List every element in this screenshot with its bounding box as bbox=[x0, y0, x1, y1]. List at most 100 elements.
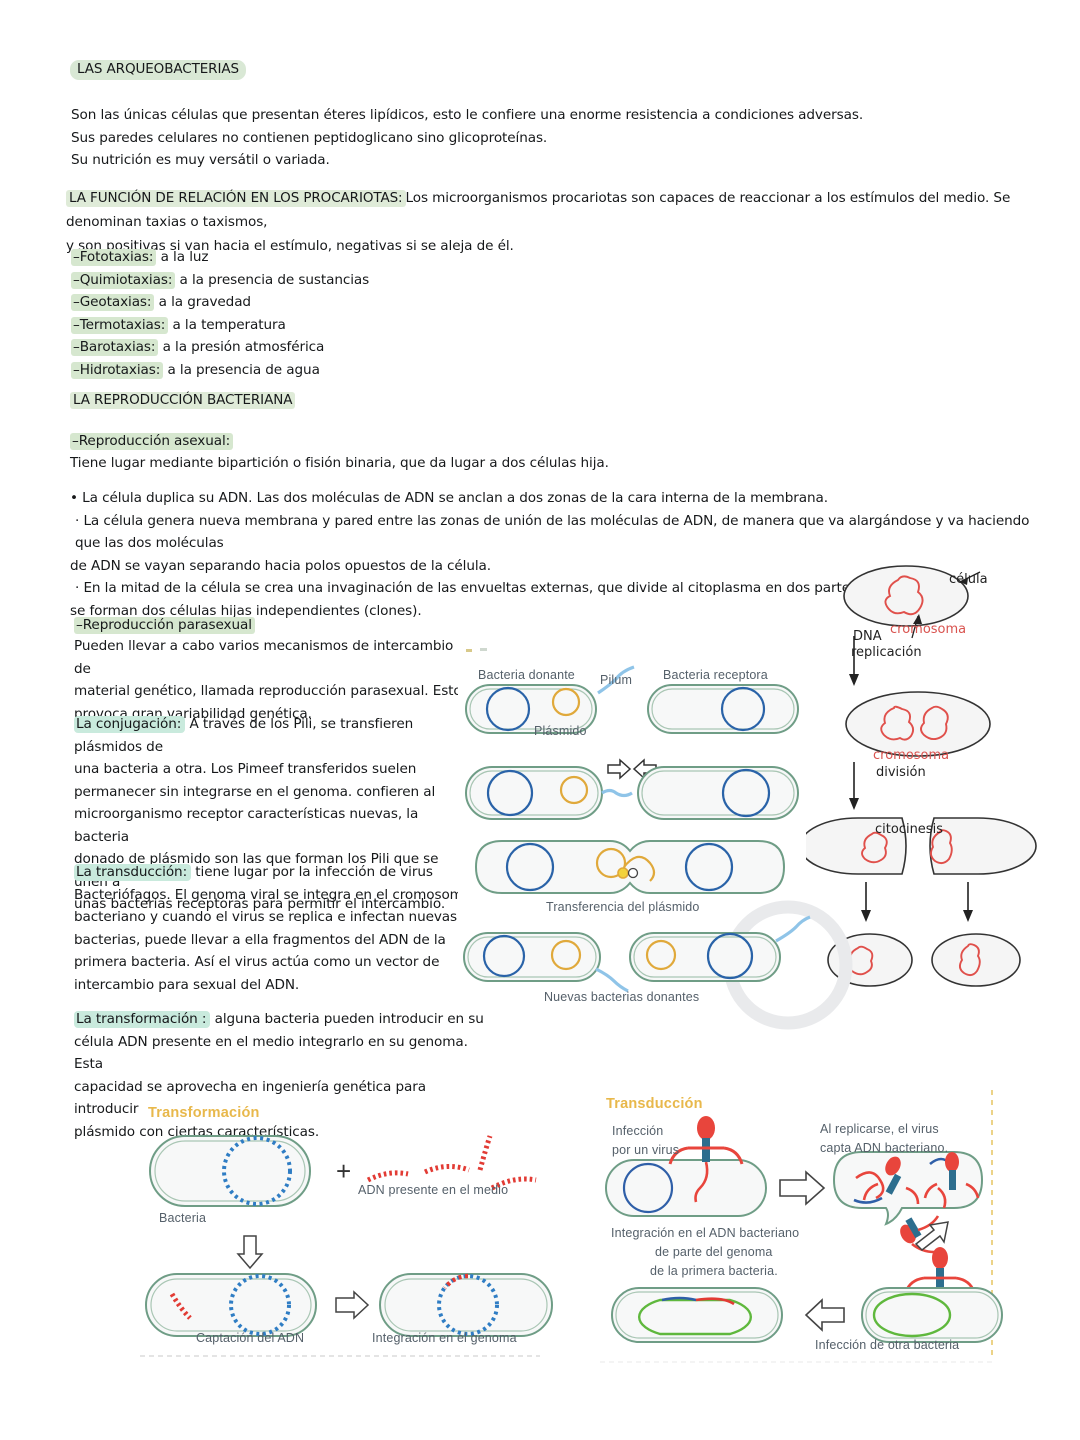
uptake-bacteria-inner bbox=[150, 1278, 312, 1332]
taxia-desc: a la temperatura bbox=[172, 316, 286, 333]
conjugation-line-1: A través de los Pili, se transfieren plá… bbox=[74, 716, 414, 755]
pilum-bridge bbox=[601, 788, 633, 798]
archaea-line-3: Su nutrición es muy versátil o variada. bbox=[71, 152, 330, 168]
transduction-line-5: primera bacteria. Así el virus actúa com… bbox=[74, 954, 440, 970]
taxia-term: –Termotaxias: bbox=[71, 316, 169, 334]
asexual-bullet-1: • La célula duplica su ADN. Las dos molé… bbox=[70, 490, 828, 506]
conjugation-row-4 bbox=[463, 915, 811, 993]
conjugation-label-new-donors: Nuevas bacterias donantes bbox=[544, 990, 700, 1004]
asexual-label: –Reproducción asexual: bbox=[70, 433, 234, 450]
arrow-down-icon bbox=[236, 1235, 264, 1270]
reproduction-heading-wrap: LA REPRODUCCIÓN BACTERIANA bbox=[70, 389, 296, 412]
relation-block: LA FUNCIÓN DE RELACIÓN EN LOS PROCARIOTA… bbox=[66, 186, 1056, 258]
phage-leg bbox=[862, 1182, 879, 1201]
taxia-item: –Hidrotaxias: a la presencia de agua bbox=[71, 359, 369, 382]
arrow-down-right-icon bbox=[914, 1221, 949, 1251]
conjugation-label-transfer: Transferencia del plásmido bbox=[546, 900, 700, 914]
fission-label-replication: replicación bbox=[851, 645, 922, 660]
taxia-term: –Barotaxias: bbox=[71, 339, 159, 356]
phage-head bbox=[932, 1247, 948, 1269]
phage-icon bbox=[923, 1152, 980, 1199]
conjugation-row-1 bbox=[465, 665, 799, 734]
phage-sheath bbox=[885, 1173, 902, 1195]
unwound-plasmid bbox=[623, 855, 656, 882]
new-donor-chromosome-1 bbox=[482, 934, 526, 978]
asexual-bullets: • La célula duplica su ADN. Las dos molé… bbox=[70, 487, 1055, 622]
right-chromosome-3 bbox=[684, 842, 734, 892]
receptor-cell-2 bbox=[637, 766, 799, 820]
final-genome-green bbox=[638, 1298, 752, 1336]
cell-pointer-line bbox=[959, 571, 981, 583]
donor-plasmid bbox=[551, 687, 581, 717]
conjugation-line-4: microorganismo receptor características … bbox=[74, 806, 419, 845]
phage-leg bbox=[668, 1146, 689, 1165]
uptake-dna-circle bbox=[229, 1274, 291, 1336]
phage-sheath bbox=[949, 1170, 956, 1190]
receptor-inner-wall-2 bbox=[641, 770, 795, 816]
transduction-line-4: bacterias, puede llevar a ella fragmento… bbox=[74, 931, 446, 948]
phage-icon bbox=[862, 1156, 920, 1205]
taxias-list: –Fototaxias: a la luz –Quimiotaxias: a l… bbox=[71, 246, 369, 381]
chromosome-shape bbox=[880, 705, 915, 741]
taxia-desc: a la luz bbox=[160, 249, 209, 265]
transformation-diagram-title: Transformación bbox=[148, 1105, 260, 1121]
final-genome-red-segment bbox=[695, 1297, 735, 1306]
new-donor-plasmid-1 bbox=[550, 939, 582, 971]
decor-mark bbox=[480, 648, 487, 651]
new-pilum-2 bbox=[775, 915, 811, 943]
phage-head bbox=[697, 1116, 715, 1140]
free-dna-fragment bbox=[366, 1170, 409, 1183]
fission-label-dna: DNA bbox=[853, 629, 882, 644]
viral-dna bbox=[855, 1171, 885, 1200]
transduction-line-6: intercambio para sexual del ADN. bbox=[74, 976, 300, 993]
plasmid-node-open bbox=[627, 867, 639, 879]
other-bacteria bbox=[861, 1287, 1003, 1343]
parasexual-body: Pueden llevar a cabo varios mecanismos d… bbox=[74, 635, 474, 725]
chromosome-shape bbox=[884, 575, 924, 616]
taxia-desc: a la presencia de sustancias bbox=[179, 271, 370, 288]
arrow-right-icon bbox=[335, 1290, 370, 1320]
transduction-line-1: tiene lugar por la infección de virus bbox=[191, 864, 433, 880]
taxia-desc: a la gravedad bbox=[158, 294, 251, 310]
new-donor-cell-2 bbox=[629, 932, 781, 982]
archaea-line-1: Son las únicas células que presentan éte… bbox=[71, 107, 864, 123]
other-bacteria-genome bbox=[872, 1292, 952, 1338]
binary-fission-diagram bbox=[799, 556, 1078, 987]
phage-leg bbox=[723, 1146, 744, 1165]
phage-head bbox=[945, 1152, 959, 1172]
decor-mark bbox=[466, 649, 472, 652]
asexual-label-wrap: –Reproducción asexual: bbox=[70, 430, 234, 453]
transformation-term: La transformación : bbox=[74, 1011, 211, 1028]
asexual-intro: Tiene lugar mediante bipartición o fisió… bbox=[70, 455, 609, 471]
phage-dna-injection bbox=[694, 1161, 709, 1203]
transduction-label-infection-2: por un virus bbox=[612, 1143, 680, 1157]
phage-head bbox=[885, 1156, 901, 1176]
taxia-desc: a la presión atmosférica bbox=[162, 339, 325, 355]
asexual-bullet-2b: de ADN se vayan separando hacia polos op… bbox=[70, 557, 491, 574]
asexual-bullet-3b: se forman dos células hijas independient… bbox=[70, 602, 422, 619]
conjugation-label-pilum: Pilum bbox=[600, 673, 633, 687]
taxia-desc: a la presencia de agua bbox=[167, 361, 320, 378]
transformation-bacteria bbox=[149, 1135, 311, 1207]
fission-cell-2 bbox=[845, 691, 991, 757]
bacterial-dna-circle bbox=[222, 1136, 292, 1206]
receptor-chromosome-2 bbox=[721, 768, 771, 818]
receptor-inner-wall bbox=[651, 688, 795, 730]
donor-chromosome-2 bbox=[486, 769, 534, 817]
integrated-bacteria-inner bbox=[384, 1278, 548, 1332]
taxia-item: –Quimiotaxias: a la presencia de sustanc… bbox=[71, 269, 369, 292]
parasexual-label: –Reproducción parasexual bbox=[74, 617, 255, 634]
integrated-bacteria-final-inner bbox=[615, 1291, 779, 1339]
transduction-label-other-infection: Infección de otra bacteria bbox=[815, 1338, 960, 1352]
conjugation-line-6: unas bacterias receptoras para permitir … bbox=[74, 896, 446, 912]
conjugation-label-plasmid: Plásmido bbox=[534, 724, 587, 738]
daughter-cell-2 bbox=[931, 933, 1021, 987]
taxia-term: –Quimiotaxias: bbox=[71, 271, 176, 289]
chromosome-shape bbox=[958, 943, 981, 977]
transduction-line-2: Bacteriófagos. El genoma viral se integr… bbox=[74, 886, 472, 903]
cell-pointer-head bbox=[960, 578, 968, 585]
captured-dna-fragment bbox=[169, 1292, 192, 1320]
reproduction-heading: LA REPRODUCCIÓN BACTERIANA bbox=[70, 392, 296, 409]
fission-label-chromosome: cromosoma bbox=[890, 622, 967, 637]
transduction-label-infection-1: Infección bbox=[612, 1124, 664, 1138]
